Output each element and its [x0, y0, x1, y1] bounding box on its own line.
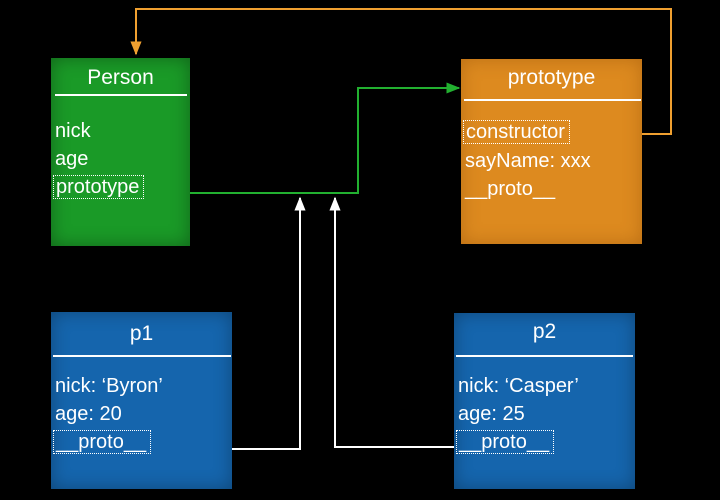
p1-field-age: age: 20	[55, 403, 122, 425]
p1-title: p1	[129, 322, 154, 345]
p1-field-proto: __proto__	[53, 430, 152, 454]
prototype-field-constructor: constructor	[463, 120, 570, 144]
person-title: Person	[87, 66, 154, 89]
person-field-age: age	[55, 148, 89, 170]
person-field-prototype: prototype	[53, 175, 145, 199]
p2-title: p2	[532, 320, 557, 343]
p2-box: p2 nick: ‘Casper’ age: 25 __proto__	[454, 313, 635, 489]
constructor-arrow	[130, 8, 672, 135]
person-field-nick: nick	[55, 120, 91, 142]
p1-box: p1 nick: ‘Byron’ age: 20 __proto__	[51, 312, 232, 489]
person-prototype-arrow	[178, 82, 461, 194]
p2-field-proto: __proto__	[456, 430, 555, 454]
prototype-field-proto: __proto__	[465, 178, 556, 200]
p2-field-nick: nick: ‘Casper’	[458, 375, 579, 397]
p2-field-age: age: 25	[458, 403, 525, 425]
p2-proto-arrow	[329, 196, 457, 448]
person-box: Person nick age prototype	[51, 58, 190, 246]
prototype-field-sayname: sayName: xxx	[465, 150, 591, 172]
p1-field-nick: nick: ‘Byron’	[55, 375, 163, 397]
prototype-title: prototype	[507, 66, 596, 89]
prototype-box: prototype constructor sayName: xxx __pro…	[461, 59, 642, 244]
p1-divider	[53, 355, 231, 357]
p2-divider	[456, 355, 633, 357]
prototype-divider	[464, 99, 641, 101]
person-divider	[55, 94, 187, 96]
